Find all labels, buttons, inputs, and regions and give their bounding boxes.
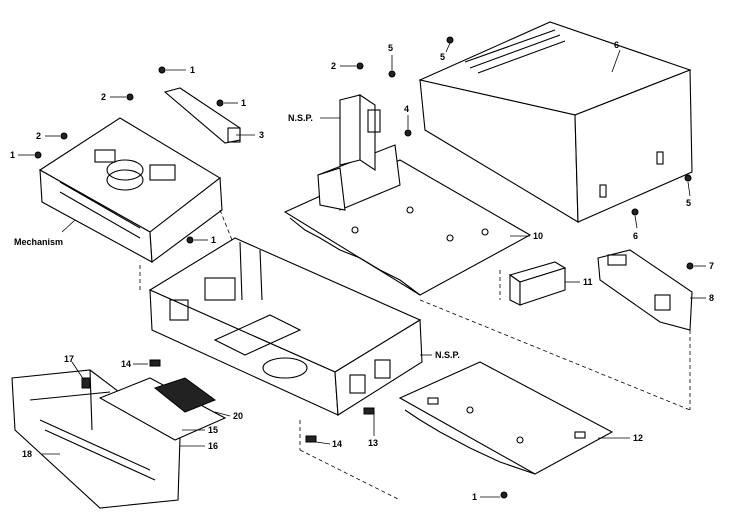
part-11: [508, 261, 567, 306]
bottom-plate: [398, 361, 614, 475]
part-14-lower: [305, 435, 317, 443]
callout-1-top: 1: [190, 65, 196, 75]
callout-15: 15: [208, 425, 219, 435]
callout-1-bottom: 1: [472, 492, 478, 502]
callout-5-a: 5: [388, 43, 394, 53]
main-chassis-frame: [148, 237, 423, 416]
callout-4: 4: [404, 104, 410, 114]
chassis-plate: [283, 144, 532, 296]
callout-5-c: 5: [686, 198, 692, 208]
callout-14-a: 14: [121, 359, 132, 369]
callout-17: 17: [64, 354, 75, 364]
callout-3: 3: [259, 130, 265, 140]
leader-lines: [18, 42, 706, 498]
callout-8: 8: [709, 293, 715, 303]
callout-10: 10: [533, 231, 544, 241]
callout-mechanism: Mechanism: [14, 237, 64, 247]
screws: [34, 36, 694, 499]
callout-2-b: 2: [36, 131, 42, 141]
callout-7: 7: [709, 261, 715, 271]
part-17: [81, 377, 91, 389]
callout-1-right: 1: [241, 98, 247, 108]
callout-12: 12: [633, 433, 644, 443]
callout-16: 16: [208, 441, 219, 451]
part-13: [363, 407, 375, 415]
dashed-guides: [139, 209, 691, 501]
callout-2-a: 2: [101, 92, 107, 102]
part-14-upper: [149, 359, 161, 367]
callout-5-b: 5: [440, 52, 446, 62]
callout-14-b: 14: [332, 439, 343, 449]
tape-mechanism: [38, 117, 223, 264]
top-cover: [418, 21, 693, 223]
callout-1-left: 1: [10, 150, 16, 160]
front-panel: [11, 369, 181, 509]
callout-nsp-top: N.S.P.: [288, 113, 313, 123]
bracket-3: [163, 87, 241, 144]
callout-nsp-frame: N.S.P.: [435, 350, 460, 360]
callout-1-mechanism: 1: [211, 235, 217, 245]
callout-18: 18: [22, 449, 33, 459]
part-8: [597, 249, 693, 331]
front-board: [98, 377, 227, 441]
callout-6-a: 6: [614, 40, 620, 50]
callout-11: 11: [583, 277, 593, 287]
nsp-bracket: [339, 93, 381, 172]
callout-13: 13: [368, 438, 379, 448]
callout-2-c: 2: [331, 61, 337, 71]
callout-20: 20: [233, 411, 244, 421]
callout-6-b: 6: [633, 231, 639, 241]
